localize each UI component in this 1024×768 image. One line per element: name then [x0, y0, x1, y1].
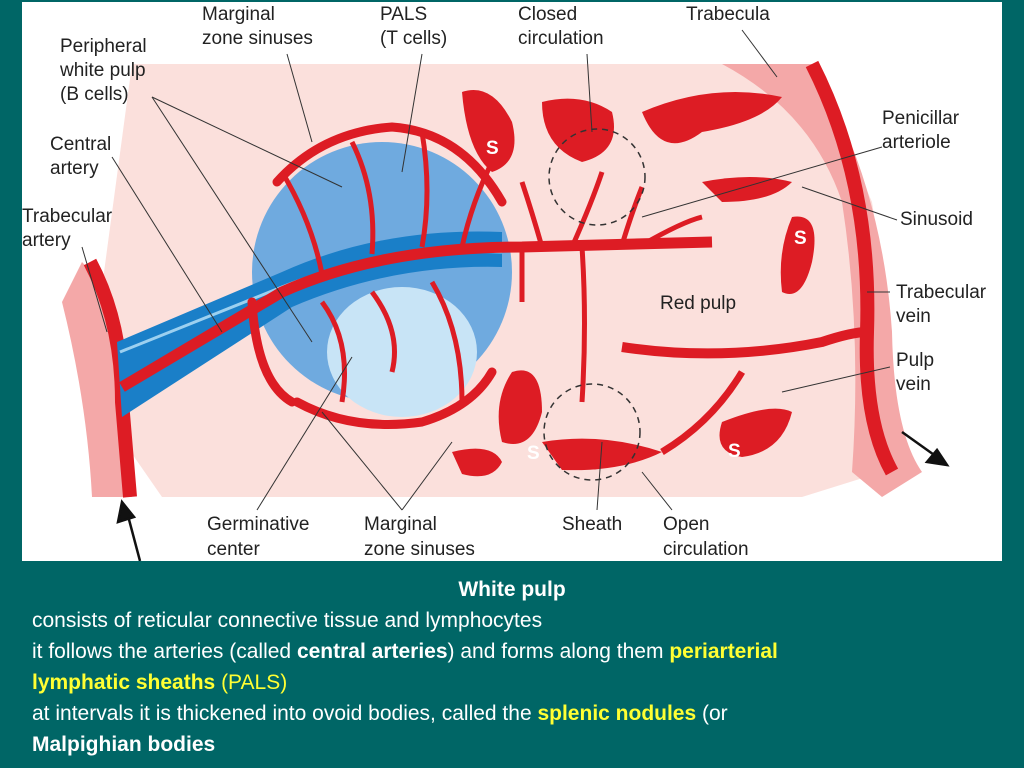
label-red-pulp: Red pulp [660, 293, 736, 314]
label-trabecula: Trabecula [686, 4, 770, 25]
label-peripheral-white-pulp: Peripheral white pulp (B cells) [59, 36, 152, 105]
label-sinusoid: Sinusoid [900, 209, 973, 230]
caption-title: White pulp [458, 578, 566, 601]
label-germinative-center: Germinative center [207, 514, 315, 560]
label-marginal-zone-sinuses-top: Marginal zone sinuses [202, 4, 313, 49]
central-artery-vessel [119, 236, 713, 392]
trabecular-vein [805, 60, 899, 476]
sinus-marker: S [728, 441, 741, 462]
caption-line: at intervals it is thickened into ovoid … [32, 702, 728, 725]
label-closed-circulation: Closed circulation [518, 4, 604, 49]
label-pals: PALS (T cells) [380, 4, 447, 49]
label-marginal-zone-sinuses-bottom: Marginal zone sinuses [364, 514, 475, 560]
label-central-artery: Central artery [50, 134, 117, 179]
red-pulp-cords [452, 90, 815, 477]
label-sheath: Sheath [562, 514, 622, 535]
closed-circulation-circle [548, 128, 646, 226]
sinus-marker: S [794, 228, 807, 249]
sinus-marker: S [486, 138, 499, 159]
spleen-diagram: S S S S Marginal zone sinuses PALS [22, 2, 1002, 561]
caption-line: lymphatic sheaths (PALS) [32, 671, 288, 694]
label-trabecular-artery: Trabecular artery [22, 206, 117, 251]
label-trabecular-vein: Trabecular vein [896, 282, 991, 327]
marginal-zone-sinus-vessels [247, 122, 507, 429]
label-pulp-vein: Pulp vein [896, 350, 939, 395]
germinative-center [327, 287, 477, 417]
label-penicillar-arteriole: Penicillar arteriole [882, 108, 964, 153]
label-open-circulation: Open circulation [663, 514, 749, 560]
sinus-marker: S [527, 443, 540, 464]
flow-arrow-out [901, 430, 950, 467]
open-circulation-circle [543, 383, 641, 481]
pulp-vein-vessel [621, 327, 868, 359]
caption-line: Malpighian bodies [32, 733, 216, 756]
caption-text: White pulp consists of reticular connect… [32, 574, 992, 760]
caption-line: it follows the arteries (called central … [32, 640, 778, 663]
trabecula-left [62, 262, 132, 497]
caption-line: consists of reticular connective tissue … [32, 609, 543, 632]
arteriole-branches [279, 131, 703, 403]
flow-arrow-in [116, 499, 142, 561]
